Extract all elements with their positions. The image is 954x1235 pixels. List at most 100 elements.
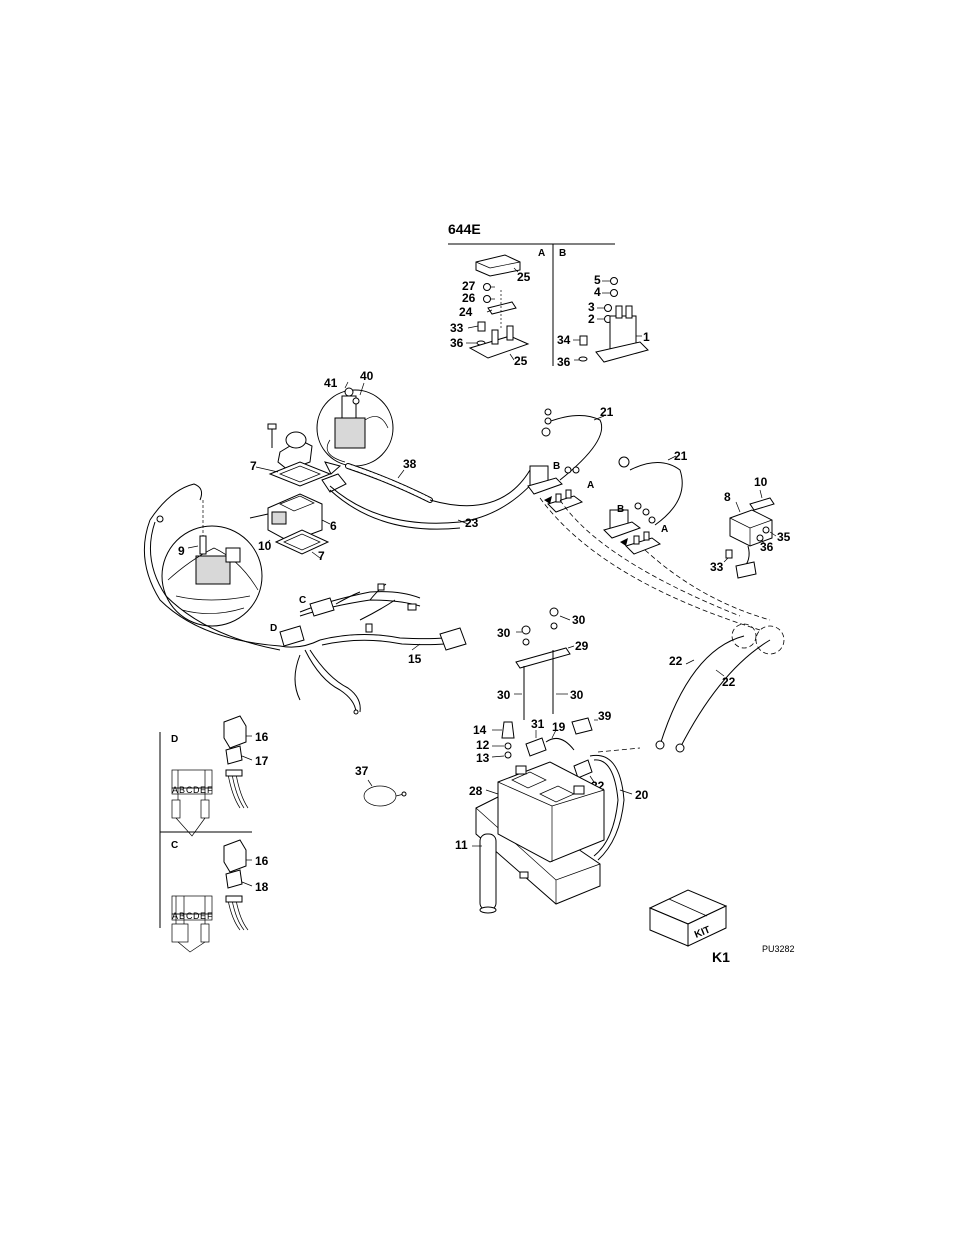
cable-22 (680, 640, 770, 748)
pin-label: F (207, 911, 213, 921)
terminal-icon (542, 428, 550, 436)
pin-label: B (179, 785, 185, 795)
callout-22: 22 (722, 675, 736, 689)
inset-c-label: C (171, 840, 178, 851)
washer-icon (551, 623, 557, 629)
callout-38: 38 (403, 457, 417, 471)
wedge-lock (226, 870, 242, 888)
cable-22 (660, 636, 744, 745)
fuse-holder (626, 538, 660, 554)
solenoid-assembly-1: B A (528, 461, 594, 512)
model-title: 644E (448, 221, 481, 237)
callout-8: 8 (724, 490, 731, 504)
callout-24: 24 (459, 305, 473, 319)
kit-box: KIT K1 (650, 890, 730, 965)
relay-assembly: 41 40 7 6 10 7 38 (250, 369, 430, 563)
callout-2: 2 (588, 312, 595, 326)
harness-connector-c-label: C (299, 595, 306, 606)
terminal-clamp (526, 738, 546, 756)
pin-label: B (179, 911, 185, 921)
callout-35: 35 (777, 530, 791, 544)
nut-icon (605, 305, 612, 312)
callout-33: 33 (450, 321, 464, 335)
screw-icon (726, 550, 732, 558)
callout-36: 36 (557, 355, 571, 369)
callout-7: 7 (318, 549, 325, 563)
inset-d-label: D (171, 734, 178, 745)
battery-and-tray: 28 11 (455, 762, 604, 913)
solenoid-assembly-2: B A (604, 503, 668, 554)
terminal-icon (656, 741, 664, 749)
callout-39: 39 (598, 709, 612, 723)
callout-18: 18 (255, 880, 269, 894)
callout-16: 16 (255, 730, 269, 744)
callout-33: 33 (710, 560, 724, 574)
callout-37: 37 (355, 764, 369, 778)
battery-post (574, 786, 584, 794)
engine-detail: 9 (150, 484, 262, 626)
harness-connector-d-label: D (270, 623, 277, 634)
callout-20: 20 (635, 788, 649, 802)
callout-13: 13 (476, 751, 490, 765)
pin-label: A (172, 911, 178, 921)
wedge-lock (226, 746, 242, 764)
nut-icon (505, 752, 511, 758)
screw-icon (478, 322, 485, 331)
pin-label: D (193, 911, 200, 921)
callout-21: 21 (600, 405, 614, 419)
callout-36: 36 (450, 336, 464, 350)
callout-k1: K1 (712, 949, 730, 965)
callout-14: 14 (473, 723, 487, 737)
nut-icon (484, 284, 491, 291)
callout-22: 22 (669, 654, 683, 668)
nut-icon (545, 409, 551, 415)
washer-icon (579, 357, 587, 361)
cable-tie: 37 (355, 764, 406, 806)
solenoid-2-a-label: A (661, 524, 668, 535)
glow-plug-icon (200, 536, 206, 554)
callout-36: 36 (760, 540, 774, 554)
solenoid-1-a-label: A (587, 480, 594, 491)
callout-9: 9 (178, 544, 185, 558)
harness-connector-d[interactable] (280, 626, 304, 646)
washer-icon (611, 290, 618, 297)
pin-label: C (186, 911, 193, 921)
callout-21: 21 (674, 449, 688, 463)
solenoid-icon (596, 306, 648, 362)
drawing-id: PU3282 (762, 944, 795, 954)
gasket-icon (270, 462, 330, 486)
pin-label: A (172, 785, 178, 795)
callout-16: 16 (255, 854, 269, 868)
screw-icon (580, 336, 587, 345)
pointer-arrow (325, 462, 340, 474)
pointer-arrow (620, 538, 628, 546)
washer-icon (484, 296, 491, 303)
tray-support-post (480, 834, 496, 910)
callout-6: 6 (330, 519, 337, 533)
fuse-link (488, 302, 516, 314)
cable-21 (630, 463, 682, 526)
callout-30: 30 (497, 688, 511, 702)
harness-connector-c[interactable] (310, 598, 334, 616)
washer-icon (523, 639, 529, 645)
callout-40: 40 (360, 369, 374, 383)
terminal-icon (676, 744, 684, 752)
hold-down-hardware: 30 30 29 30 30 (497, 608, 589, 720)
connector-insets: D C 16 17 A B C D E F 16 18 (160, 716, 269, 952)
callout-30: 30 (572, 613, 586, 627)
terminal-icon (619, 457, 629, 467)
solenoid-1-b-label: B (553, 461, 560, 472)
wingnut-icon (522, 626, 530, 634)
hold-down-bar (516, 648, 570, 668)
callout-10: 10 (258, 539, 272, 553)
fuse-holder (548, 496, 582, 512)
callout-29: 29 (575, 639, 589, 653)
nut-icon (763, 527, 769, 533)
callout-11: 11 (455, 838, 468, 852)
solenoid-2-b-label: B (617, 504, 624, 515)
pin-label: E (200, 785, 206, 795)
cable-23 (330, 468, 545, 523)
controller-assembly: 10 8 35 36 33 (710, 475, 791, 578)
harness-connector (440, 628, 466, 650)
battery-post (516, 766, 526, 774)
